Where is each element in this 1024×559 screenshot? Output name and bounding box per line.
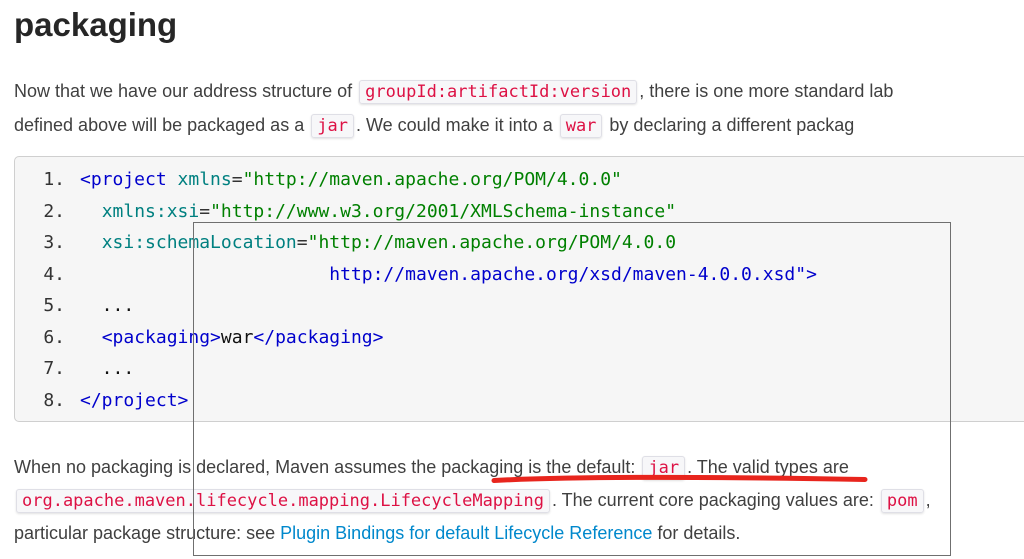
code-line: 8. </project> [15,385,1024,417]
line-number: 6. [43,326,65,348]
line-number: 8. [43,389,65,411]
inline-code-war: war [559,114,603,138]
code-line: 1. <project xmlns="http://maven.apache.or… [15,164,1024,196]
code-line: 3. xsi:schemaLocation="http://maven.apac… [15,227,1024,259]
code-line: 7. ... [15,353,1024,385]
code-token: </packaging> [253,326,384,348]
line-number: 3. [43,232,65,253]
code-token: xsi:schemaLocation [101,232,297,253]
code-token: = [199,200,211,222]
text-run: . The current core packaging values are: [551,490,879,510]
code-text: http://maven.apache.org/xsd/maven-4.0.0.… [80,259,817,291]
paragraph-line: defined above will be packaged as a jar.… [14,108,1024,142]
code-token [80,232,102,253]
text-run: defined above will be packaged as a [14,115,310,135]
code-token: "http://www.w3.org/2001/XMLSchema-instan… [210,200,677,222]
code-token [80,327,102,348]
code-lines: 1.<project xmlns="http://maven.apache.or… [15,164,1024,416]
intro-paragraph: Now that we have our address structure o… [14,74,1024,142]
text-run: , [925,490,931,510]
paragraph-line: org.apache.maven.lifecycle.mapping.Lifec… [14,484,1024,517]
page-title: packaging [14,6,178,43]
inline-code-jar: jar [311,114,354,138]
code-token: <project [80,169,167,190]
line-number: 4. [43,263,65,285]
code-line: 6. <packaging>war</packaging> [15,322,1024,354]
code-text: ... [80,353,135,385]
code-line: 4. http://maven.apache.org/xsd/maven-4.0… [15,259,1024,291]
line-number: 1. [43,169,65,190]
code-token: war [220,326,254,348]
code-token: "http://maven.apache.org/POM/4.0.0 [307,232,677,253]
code-text: ... [80,290,135,322]
code-text: <project xmlns="http://maven.apache.org/… [80,164,622,196]
plugin-bindings-link[interactable]: Plugin Bindings for default Lifecycle Re… [280,523,653,543]
code-text: xsi:schemaLocation="http://maven.apache.… [80,227,676,259]
outro-paragraph: When no packaging is declared, Maven ass… [14,451,1024,550]
text-run: for details. [652,523,741,543]
code-text: xmlns:xsi="http://www.w3.org/2001/XMLSch… [80,196,676,228]
paragraph-line: When no packaging is declared, Maven ass… [14,451,1024,484]
text-run: When no packaging is declared, Maven ass… [14,457,641,477]
code-token: </project> [80,389,189,411]
text-run: by declaring a different packag [604,115,855,135]
text-run: . We could make it into a [355,115,558,135]
code-block: 1.<project xmlns="http://maven.apache.or… [14,156,1024,422]
code-token [80,201,102,222]
code-token: http://maven.apache.org/xsd/maven-4.0.0.… [329,263,817,285]
paragraph-line: particular package structure: see Plugin… [14,517,1024,550]
paragraph-line: Now that we have our address structure o… [14,74,1024,108]
line-number: 2. [43,200,65,222]
text-run: Now that we have our address structure o… [14,81,358,101]
code-token: <packaging> [101,326,221,348]
code-token: = [231,169,243,190]
inline-code-jar-default: jar [642,456,686,480]
inline-code-pom: pom [880,489,924,513]
inline-code-gav: groupId:artifactId:version [359,80,638,104]
inline-code-lifecyclemapping: org.apache.maven.lifecycle.mapping.Lifec… [16,489,550,513]
code-token [167,169,178,190]
code-token: ... [80,358,135,379]
line-number: 7. [43,358,65,379]
code-text: </project> [80,385,188,417]
code-token [80,264,329,285]
code-token: "http://maven.apache.org/POM/4.0.0" [242,169,622,190]
code-line: 5. ... [15,290,1024,322]
text-run: . The valid types are [687,457,849,477]
code-token: xmlns [177,169,232,190]
text-run: , there is one more standard lab [639,81,894,101]
code-token: = [296,232,308,253]
code-token: ... [80,295,135,316]
code-line: 2. xmlns:xsi="http://www.w3.org/2001/XML… [15,196,1024,228]
text-run: particular package structure: see [14,523,281,543]
code-text: <packaging>war</packaging> [80,322,384,354]
code-token: xmlns:xsi [101,200,200,222]
line-number: 5. [43,295,65,316]
